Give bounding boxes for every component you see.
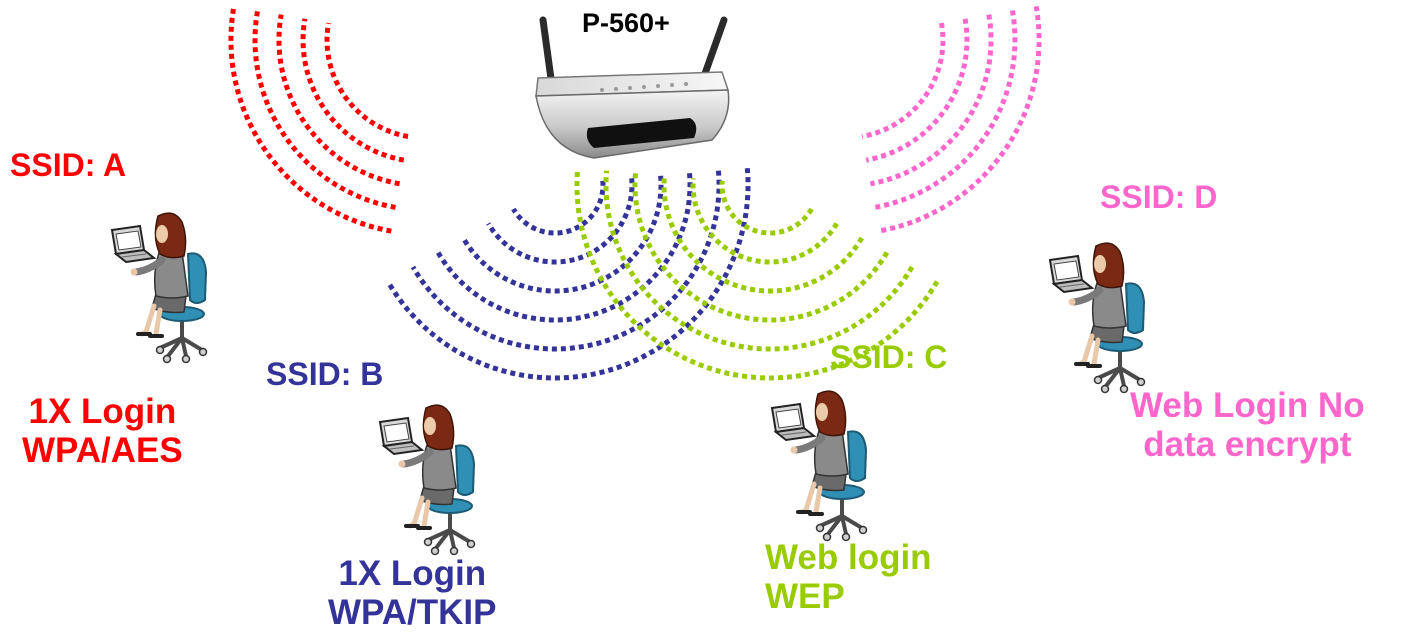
signal-arc-c bbox=[661, 175, 864, 294]
signal-arc-a bbox=[252, 10, 396, 210]
login-line: WEP bbox=[765, 577, 845, 617]
ssid-label-d: SSID: D bbox=[1100, 179, 1218, 215]
login-line: Web Login No bbox=[1130, 386, 1365, 425]
signal-arc-d bbox=[874, 10, 1018, 210]
person-at-laptop-icon bbox=[772, 391, 867, 540]
signal-arc-c bbox=[719, 180, 814, 236]
signal-arcs bbox=[228, 5, 1042, 381]
signal-arc-b bbox=[435, 172, 693, 323]
wireless-router-icon bbox=[535, 16, 730, 159]
signal-arc-c bbox=[574, 167, 940, 381]
login-line: Web login bbox=[765, 538, 932, 577]
signal-arc-a bbox=[228, 5, 392, 234]
ssid-label-b: SSID: B bbox=[266, 356, 384, 392]
signal-arc-b bbox=[385, 167, 751, 381]
signal-arc-b bbox=[410, 170, 722, 352]
signal-arc-d bbox=[861, 22, 946, 139]
ssid-label-c: SSID: C bbox=[830, 339, 948, 375]
login-line: WPA/TKIP bbox=[328, 593, 497, 633]
signal-arc-b bbox=[461, 175, 664, 294]
signal-arc-a bbox=[300, 18, 405, 163]
login-method-c: Web login WEP bbox=[765, 538, 932, 616]
person-at-laptop-icon bbox=[380, 405, 475, 554]
signal-arc-d bbox=[865, 18, 970, 163]
router-label: P-560+ bbox=[582, 8, 670, 38]
login-line: 1X Login bbox=[338, 554, 487, 593]
signal-arc-a bbox=[324, 22, 409, 139]
signal-arc-c bbox=[603, 170, 915, 352]
login-method-a: 1X Login WPA/AES bbox=[22, 392, 183, 470]
signal-arc-b bbox=[511, 180, 606, 236]
signal-arc-d bbox=[869, 14, 994, 187]
login-method-b: 1X Login WPA/TKIP bbox=[328, 554, 497, 632]
signal-arc-d bbox=[878, 5, 1042, 234]
signal-arc-a bbox=[276, 14, 401, 187]
login-method-d: Web Login No data encrypt bbox=[1130, 386, 1365, 464]
login-line: WPA/AES bbox=[22, 431, 183, 471]
login-line: data encrypt bbox=[1143, 425, 1352, 465]
ssid-label-a: SSID: A bbox=[10, 147, 127, 183]
login-line: 1X Login bbox=[28, 392, 177, 431]
signal-arc-c bbox=[632, 172, 890, 323]
signal-arc-b bbox=[486, 178, 635, 265]
person-at-laptop-icon bbox=[1050, 243, 1145, 392]
person-at-laptop-icon bbox=[112, 213, 207, 362]
signal-arc-c bbox=[690, 178, 839, 265]
